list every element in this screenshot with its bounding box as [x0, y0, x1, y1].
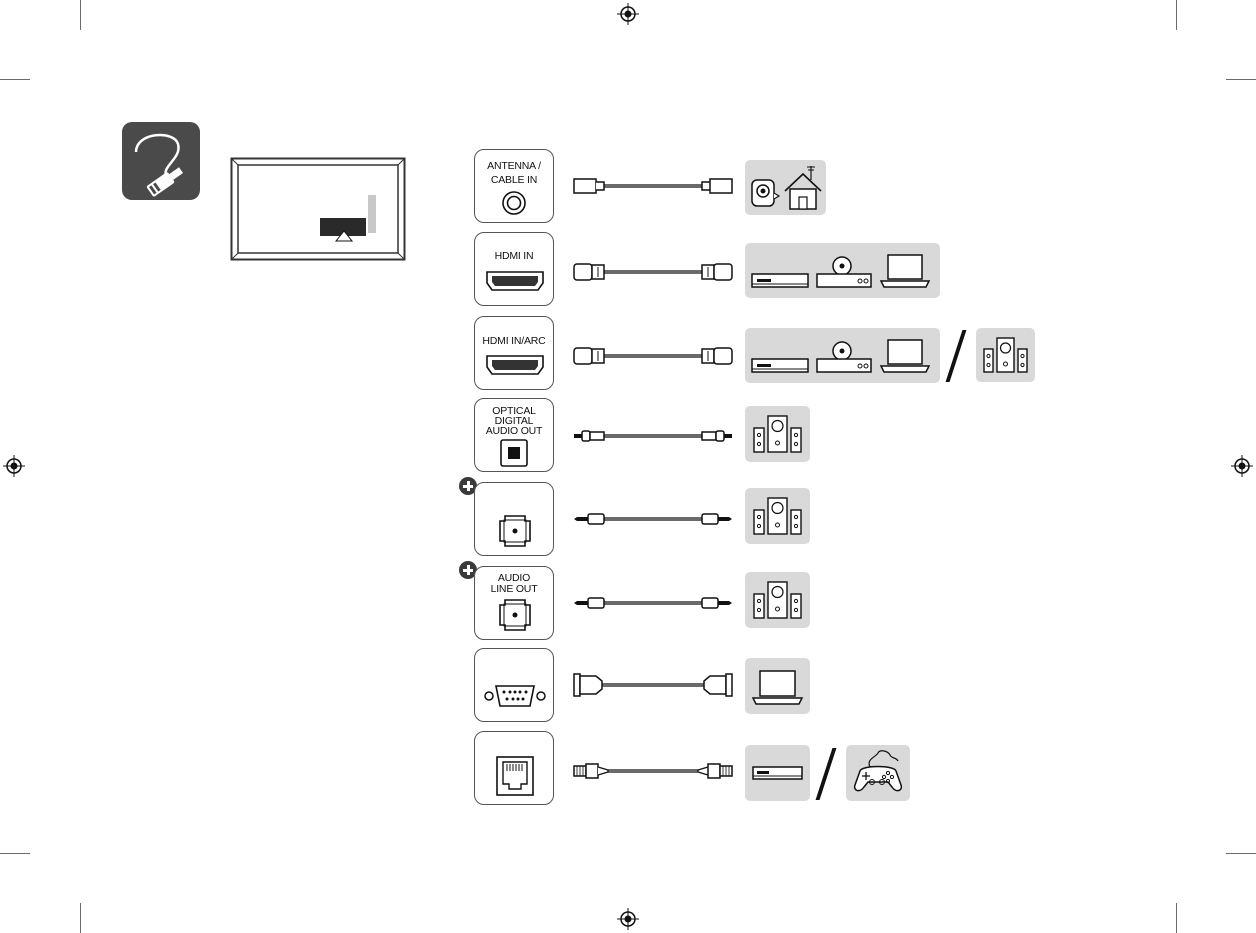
optical-jack-icon — [500, 439, 528, 467]
port-audio-line-out: AUDIO LINE OUT — [474, 566, 554, 640]
audio-jack-icon — [499, 515, 531, 547]
plus-icon — [459, 561, 477, 579]
crop-mark — [1226, 79, 1256, 80]
registration-mark-icon — [1231, 455, 1253, 477]
port-label-line: DIGITAL — [494, 415, 534, 427]
port-antenna-cable-in: ANTENNA / CABLE IN — [474, 149, 554, 223]
registration-mark-icon — [617, 908, 639, 930]
or-divider — [945, 330, 967, 382]
audio-cable-icon — [574, 597, 732, 609]
port-label-line: CABLE IN — [490, 174, 538, 186]
device-set-top-box — [745, 745, 810, 801]
set-top-box-icon — [751, 273, 809, 288]
port-label-line: AUDIO OUT — [485, 425, 543, 437]
dvd-player-icon — [816, 256, 872, 288]
coax-jack-icon — [502, 191, 526, 215]
registration-mark-icon — [617, 3, 639, 25]
audio-jack-icon — [499, 599, 531, 631]
port-label: HDMI IN/ARC — [475, 336, 553, 347]
port-headphone — [474, 482, 554, 556]
optical-cable-icon — [574, 430, 732, 442]
port-label: OPTICAL DIGITAL AUDIO OUT — [475, 405, 553, 437]
ethernet-jack-icon — [496, 756, 534, 796]
hdmi-cable-icon — [573, 263, 733, 281]
coax-cable-icon — [573, 178, 733, 194]
audio-cable-icon — [574, 513, 732, 525]
rs232c-cable-icon — [573, 673, 733, 697]
port-label: HDMI IN — [475, 251, 553, 262]
hdmi-jack-icon — [486, 355, 544, 375]
port-label-line: HDMI IN/ARC — [482, 335, 546, 347]
device-antenna-house — [745, 160, 826, 215]
port-optical-digital-audio-out: OPTICAL DIGITAL AUDIO OUT — [474, 398, 554, 472]
crop-mark — [80, 0, 81, 30]
device-laptop — [745, 658, 810, 714]
port-label-line: ANTENNA / — [487, 160, 541, 172]
port-label-line: OPTICAL — [492, 405, 536, 417]
port-label-line: LINE OUT — [490, 583, 538, 595]
device-group-playback — [745, 243, 940, 298]
crop-mark — [0, 79, 30, 80]
or-divider — [815, 748, 837, 800]
crop-mark — [80, 903, 81, 933]
port-hdmi-in: HDMI IN — [474, 232, 554, 306]
port-label-line: AUDIO — [497, 572, 531, 584]
port-lan — [474, 731, 554, 805]
port-label: AUDIO LINE OUT — [475, 573, 553, 595]
port-hdmi-arc: HDMI IN/ARC — [474, 316, 554, 390]
crop-mark — [1226, 853, 1256, 854]
device-game-controller — [846, 745, 910, 801]
device-speakers — [745, 406, 810, 462]
cable-plug-icon — [122, 122, 200, 200]
device-speakers — [745, 572, 810, 628]
dsub-jack-icon — [484, 685, 546, 707]
device-group-playback — [745, 328, 940, 383]
port-label: ANTENNA / CABLE IN — [475, 161, 553, 186]
plus-icon — [459, 477, 477, 495]
registration-mark-icon — [3, 455, 25, 477]
device-speakers — [745, 488, 810, 544]
crop-mark — [1176, 0, 1177, 30]
laptop-icon — [879, 254, 931, 288]
crop-mark — [1176, 903, 1177, 933]
tv-back-panel-icon — [230, 157, 406, 261]
port-rs232c — [474, 648, 554, 722]
device-speakers — [976, 328, 1035, 382]
crop-mark — [0, 853, 30, 854]
hdmi-jack-icon — [486, 271, 544, 291]
hdmi-cable-icon — [573, 347, 733, 365]
port-label-line: HDMI IN — [494, 250, 534, 262]
ethernet-cable-icon — [573, 763, 733, 779]
